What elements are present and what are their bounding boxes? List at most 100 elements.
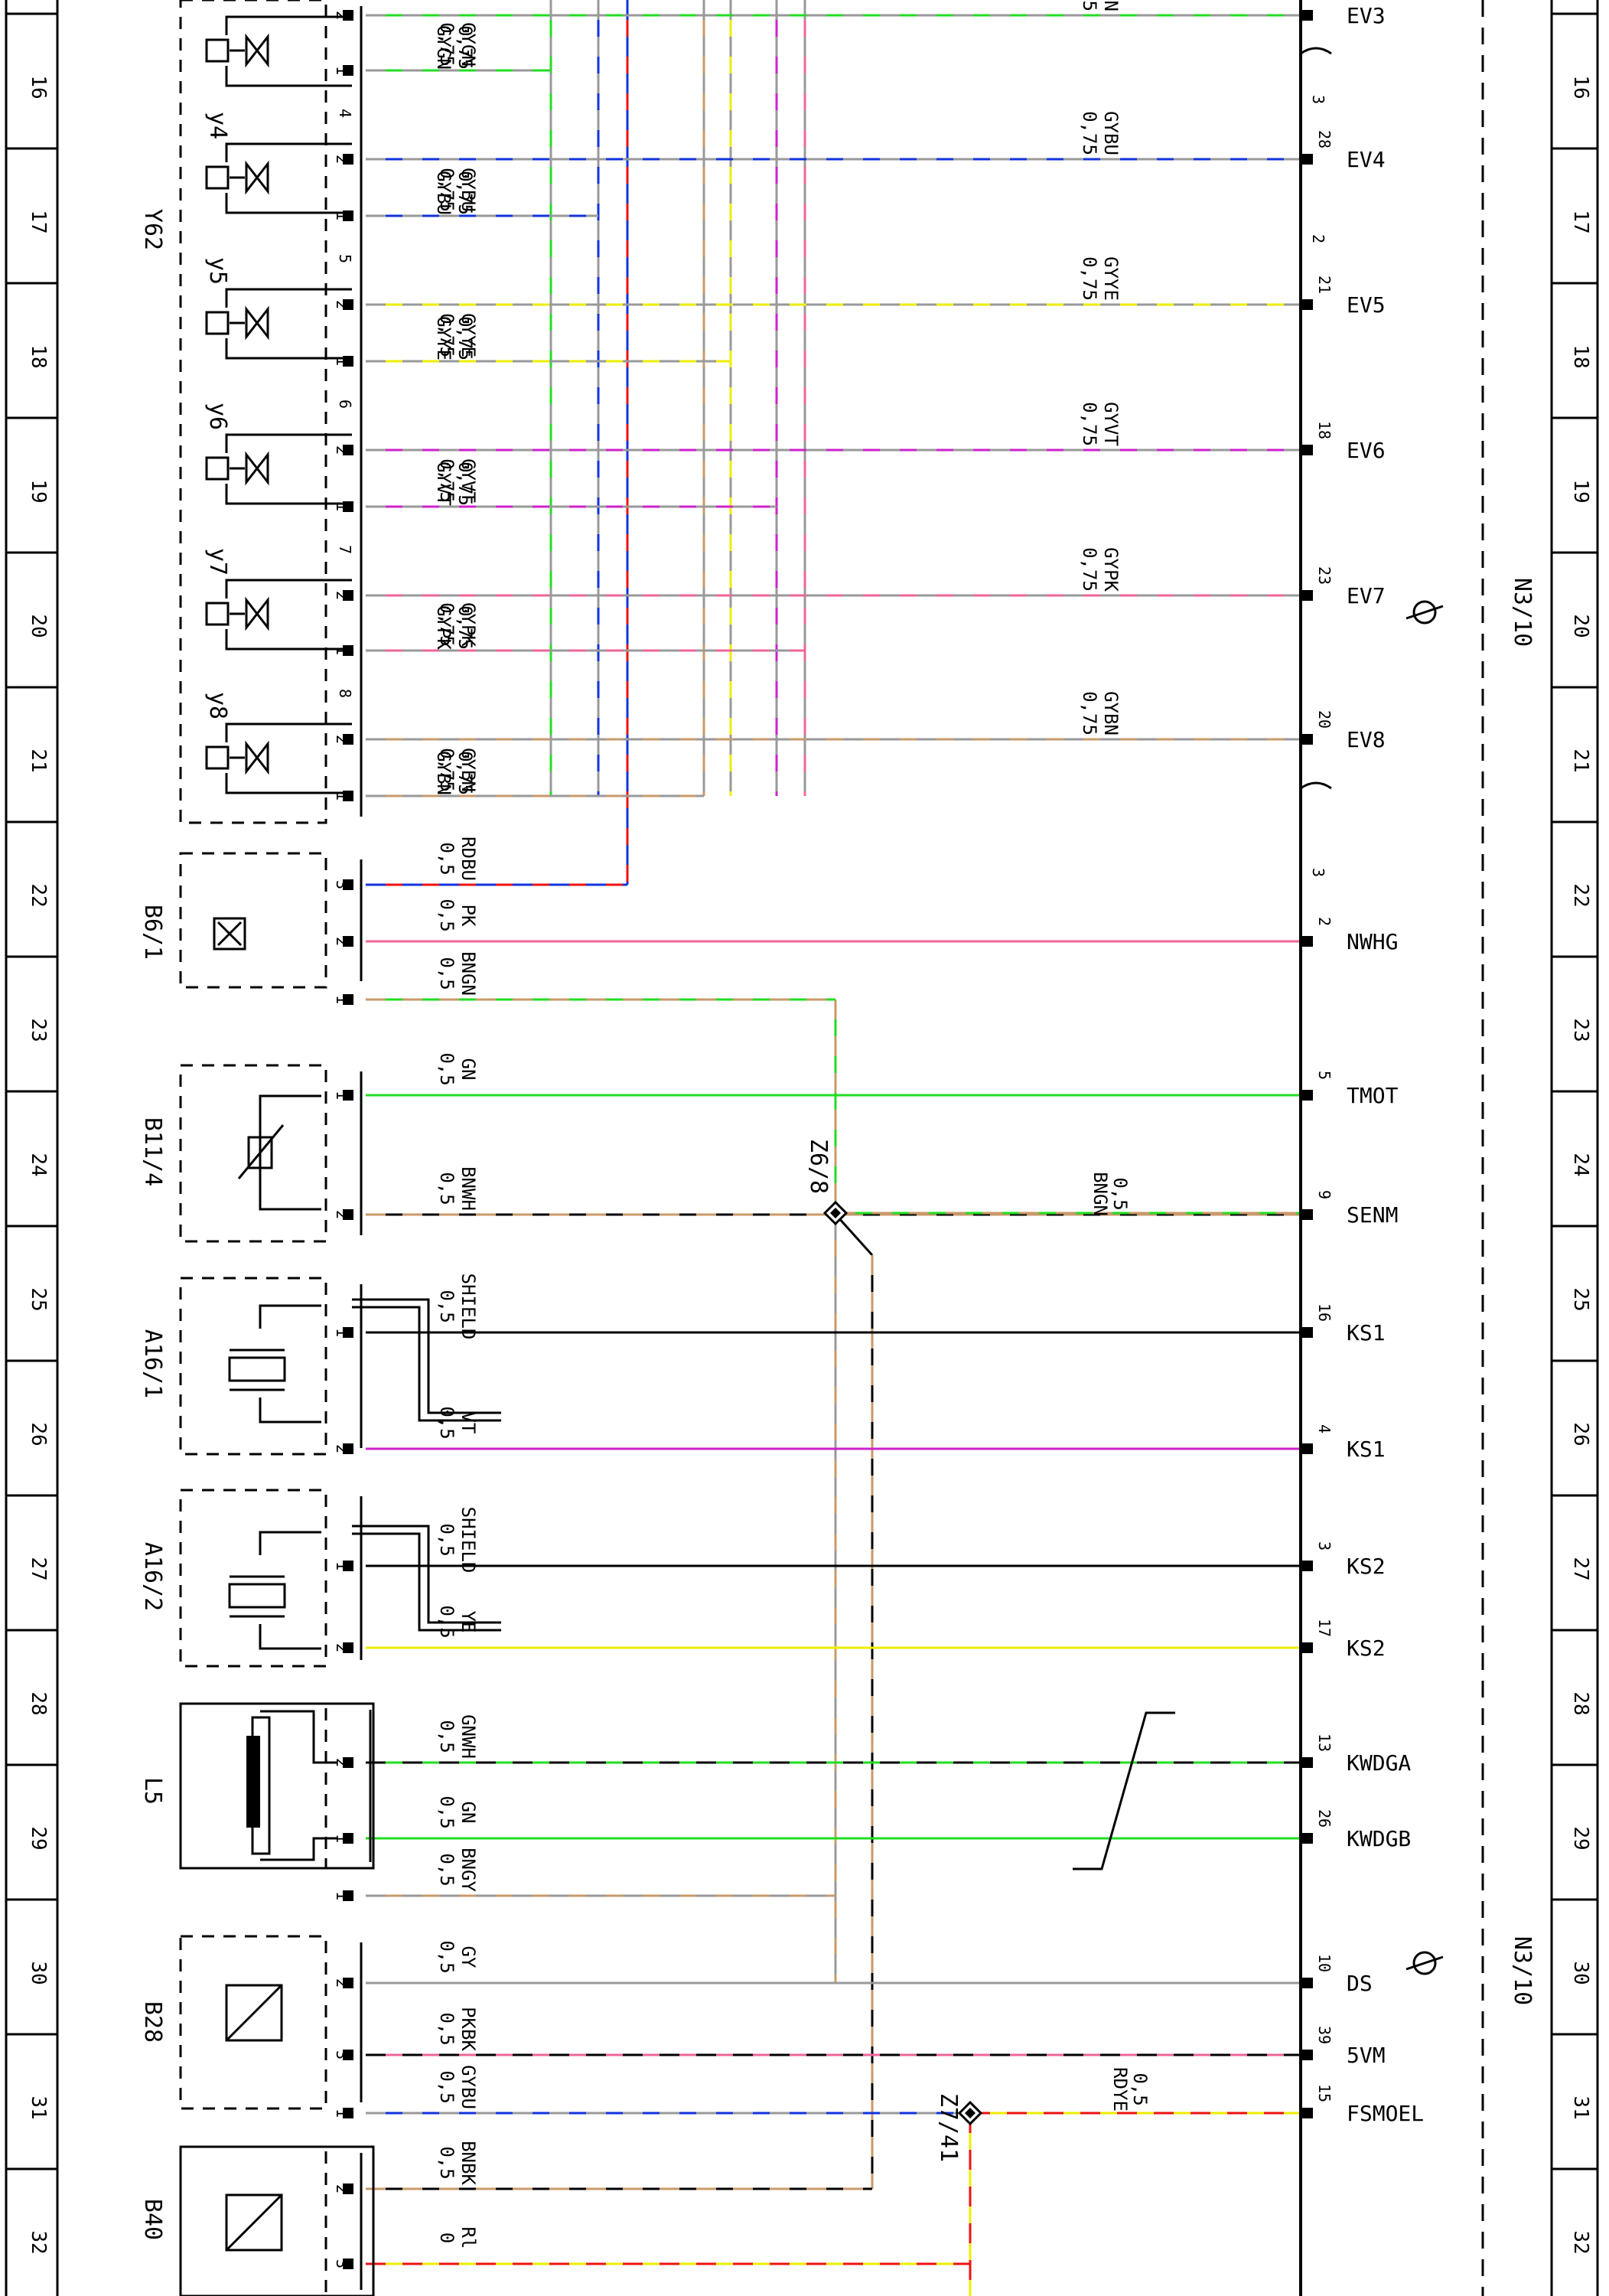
wire-size: 0,5 (436, 1940, 458, 1973)
component-box (179, 1277, 327, 1456)
wire-size: 0,5 (436, 899, 458, 931)
row-number: 19 (27, 479, 50, 503)
ctrl-pin-number: 20 (1315, 710, 1334, 729)
pin-terminal (343, 10, 353, 21)
ctrl-pin-terminal (1301, 1642, 1313, 1653)
solenoid-coil-icon (205, 602, 230, 626)
row-number: 28 (27, 1691, 50, 1715)
solenoid-lead (225, 142, 352, 162)
wire-size: 0,5 (436, 1605, 458, 1638)
solenoid-lead (225, 484, 352, 505)
pin-number: 2 (333, 11, 351, 20)
ground-icon (1412, 600, 1437, 625)
ctrl-pin-terminal (1301, 1833, 1313, 1844)
horizontal-wires (352, 14, 1308, 2265)
component-box (179, 1935, 327, 2110)
wire-size: 0,75 (454, 316, 476, 360)
signal-name: TMOT (1347, 1083, 1399, 1108)
wire-color: GNWH (458, 1714, 479, 1759)
pin-number: 1 (333, 2108, 351, 2118)
ctrl-pin-terminal (1301, 1443, 1313, 1454)
row-number: 21 (27, 748, 50, 772)
ctrl-pin-number: 4 (1315, 1424, 1334, 1433)
pin-number: 1 (333, 1834, 351, 1843)
pressure-sensor-icon (225, 2193, 283, 2252)
row-number: 27 (1569, 1557, 1592, 1580)
component-label: B40 (139, 2199, 166, 2240)
wire-color: SHIELD (458, 1274, 479, 1340)
pin-number: 2 (333, 1444, 351, 1453)
component-label: B6/1 (139, 905, 166, 960)
wire-color: YE (458, 1611, 479, 1633)
inductive-core-icon (246, 1736, 260, 1828)
wire-color: GYBN (458, 748, 479, 792)
connector-break (1300, 47, 1332, 55)
subcomponent-label: y5 (204, 257, 231, 285)
pin-number: 5 (336, 254, 354, 263)
pin-number: 1 (333, 1328, 351, 1337)
ctrl-pin-number: 3 (1315, 1541, 1334, 1551)
signal-name: KS2 (1347, 1554, 1386, 1579)
pin-terminal (343, 210, 353, 221)
component-box (179, 2145, 327, 2296)
row-number: 18 (1569, 344, 1592, 368)
junction-label: Z7/41 (935, 2093, 962, 2162)
solenoid-lead (225, 722, 352, 742)
valve-icon (245, 33, 269, 68)
pin-terminal (343, 994, 353, 1005)
pin-number: 2 (333, 300, 351, 309)
row-number: 22 (1569, 883, 1592, 907)
component-label: B11/4 (139, 1117, 166, 1186)
pressure-diag (225, 2193, 283, 2252)
row-number: 16 (27, 75, 50, 99)
hall-sensor-icon (213, 917, 246, 951)
signal-name: EV4 (1347, 147, 1386, 172)
pin-terminal (343, 154, 353, 165)
row-number: 28 (1569, 1691, 1592, 1715)
signal-name: FSMOEL (1347, 2101, 1424, 2126)
wire-color: RDBU (458, 837, 479, 881)
pin-terminal (343, 1561, 353, 1571)
wire-color: GYBN (433, 751, 454, 795)
knock-lead (259, 1304, 321, 1329)
wire-size: 0,75 (1079, 691, 1100, 735)
wire-color: GYPK (1100, 547, 1122, 592)
wire-color: GYYE (1100, 256, 1122, 301)
row-number: 26 (1569, 1422, 1592, 1446)
signal-name: KS2 (1347, 1636, 1386, 1661)
wire-size: 0,75 (436, 22, 458, 67)
ctrl-pin-number: 16 (1315, 1303, 1334, 1322)
subcomponent-label: y4 (204, 112, 231, 139)
solenoid-coil-icon (205, 311, 230, 335)
pin-number: 8 (336, 689, 354, 698)
ctrl-pin-terminal (1301, 10, 1313, 21)
component-label: L5 (139, 1777, 166, 1805)
pin-number: 1 (333, 66, 351, 75)
wire-size: 0,5 (436, 1523, 458, 1556)
pin-number: 2 (333, 735, 351, 744)
ctrl-pin-terminal (1301, 154, 1313, 165)
wire-color: GN (458, 1802, 479, 1824)
pin-number: 2 (333, 1758, 351, 1767)
wire-size: 0,75 (454, 605, 476, 650)
component-label: A16/1 (139, 1329, 166, 1398)
pin-terminal (343, 590, 353, 601)
valve-icon (245, 160, 269, 195)
solenoid-coil-icon (205, 38, 230, 63)
wire-size: 0,75 (1079, 111, 1100, 155)
wire-size: 0,75 (454, 25, 476, 70)
wire-color: GYPK (433, 605, 454, 650)
wire-size: 0,5 (436, 2070, 458, 2103)
solenoid-lead (225, 433, 352, 453)
wire-size: 0,5 (436, 1172, 458, 1205)
component-box (179, 1489, 327, 1668)
row-number: 32 (27, 2230, 50, 2254)
pin-terminal (343, 1890, 353, 1901)
connector-break (1300, 781, 1332, 790)
wire-color: GN (458, 1058, 479, 1081)
ctrl-pin-terminal (1301, 445, 1313, 455)
pin-number: 1 (333, 357, 351, 366)
wire-color: GYVT (458, 458, 479, 503)
wire-size: 0,5 (436, 957, 458, 990)
